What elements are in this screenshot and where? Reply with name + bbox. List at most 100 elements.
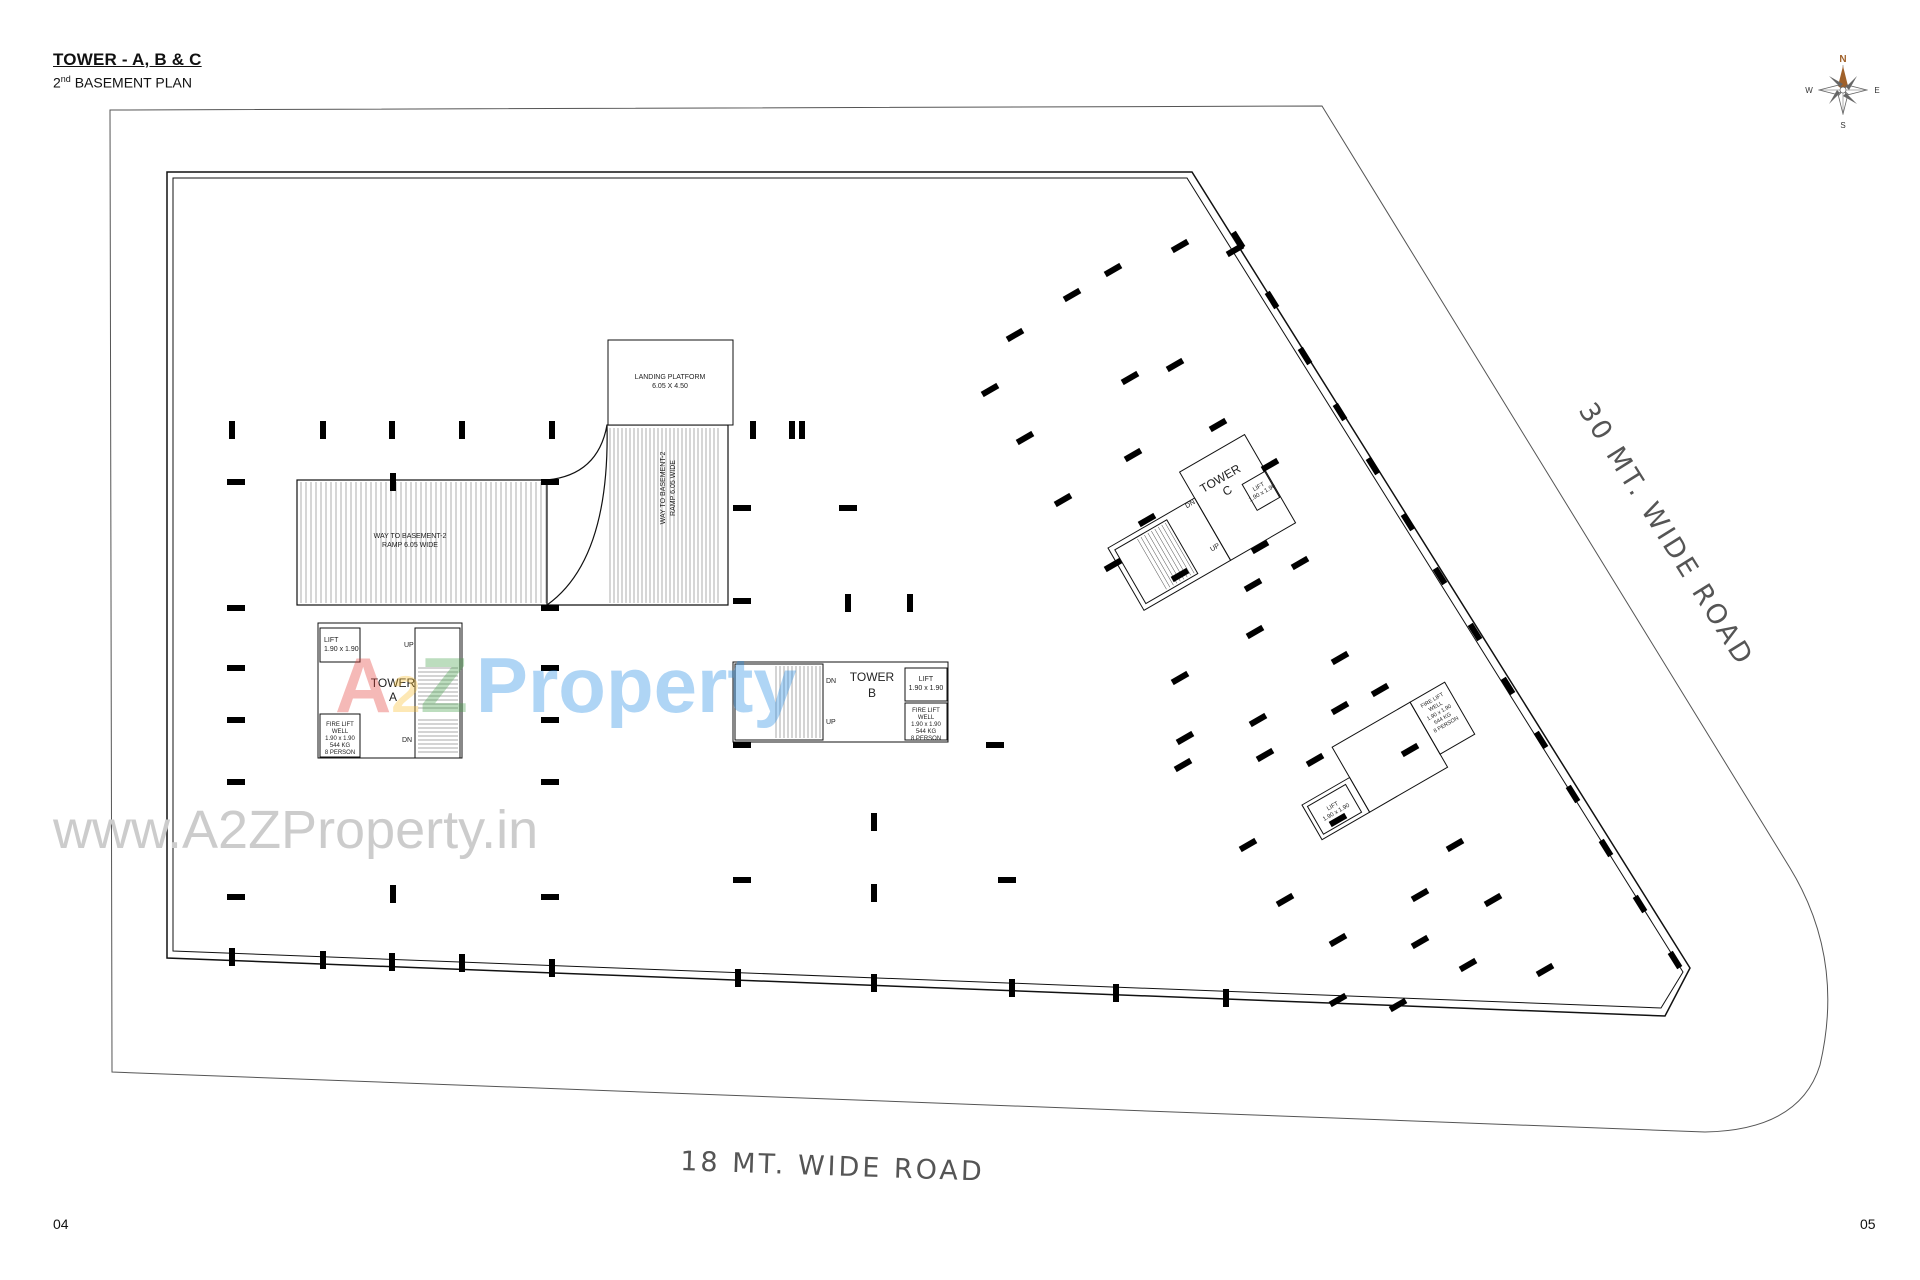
column [871, 974, 877, 992]
column [1005, 327, 1025, 343]
compass-s: S [1840, 121, 1845, 130]
column [1598, 838, 1614, 858]
column [227, 605, 245, 611]
column [733, 598, 751, 604]
column [1062, 287, 1082, 303]
watermark-url: www.A2ZProperty.in [52, 800, 538, 860]
column [1113, 984, 1119, 1002]
column [733, 877, 751, 883]
tower-a-fire2: WELL [332, 729, 349, 735]
column [389, 953, 395, 971]
column [320, 951, 326, 969]
column [1328, 812, 1348, 828]
ramp-vert-label-1: WAY TO BASEMENT-2 [660, 452, 667, 525]
column [735, 969, 741, 987]
column [1053, 492, 1073, 508]
column [1250, 539, 1270, 555]
column [1632, 894, 1648, 914]
tower-a-dn: DN [402, 737, 412, 744]
basement-boundary-inner [172, 177, 1684, 1009]
tower-c-up: UP [1209, 542, 1221, 553]
column [871, 884, 877, 902]
column [390, 885, 396, 903]
tower-a-core: LIFT 1.90 x 1.90 FIRE LIFT WELL 1.90 x 1… [317, 622, 463, 759]
compass-e: E [1874, 86, 1879, 95]
column [1410, 934, 1430, 950]
column [871, 813, 877, 831]
column [1103, 557, 1123, 573]
column [1533, 730, 1549, 750]
column [541, 894, 559, 900]
column [1565, 784, 1581, 804]
ramp-hatch [300, 428, 719, 603]
tower-b-lift-size: 1.90 x 1.90 [909, 685, 944, 692]
tower-a-label: TOWER [371, 676, 416, 690]
column [549, 959, 555, 977]
column [1123, 447, 1143, 463]
column [1230, 230, 1246, 250]
tower-a-fire5: 8 PERSON [325, 750, 355, 756]
column [733, 742, 751, 748]
column [1260, 457, 1280, 473]
column [1170, 670, 1190, 686]
column [845, 594, 851, 612]
column [1410, 887, 1430, 903]
column [799, 421, 805, 439]
compass-icon: N S E W [1805, 54, 1879, 130]
column [541, 665, 559, 671]
ramp-vert-label-2: RAMP 6.05 WIDE [670, 460, 677, 516]
column [1500, 676, 1516, 696]
ramp-label-2: RAMP 6.05 WIDE [382, 542, 438, 549]
tower-b-fire5: 8 PERSON [911, 736, 941, 742]
column [1208, 417, 1228, 433]
column [389, 421, 395, 439]
column [1248, 712, 1268, 728]
site-boundary [109, 105, 1829, 1133]
ramp: LANDING PLATFORM 6.05 X 4.50 WAY TO BASE… [296, 339, 734, 606]
column [789, 421, 795, 439]
column [541, 779, 559, 785]
column [549, 421, 555, 439]
column [1245, 624, 1265, 640]
column [459, 954, 465, 972]
column [1400, 742, 1420, 758]
column [1103, 262, 1123, 278]
column [229, 948, 235, 966]
tower-b-fire1: FIRE LIFT [912, 708, 940, 714]
column [1535, 962, 1555, 978]
column [541, 479, 559, 485]
column [733, 505, 751, 511]
tower-c-core: TOWER C LIFT 1.90 x 1.90 DN UP [1107, 433, 1297, 612]
page-number-right: 05 [1860, 1216, 1876, 1232]
column [1388, 997, 1408, 1013]
column [1243, 577, 1263, 593]
tower-a-fire4: 544 KG [330, 743, 351, 749]
column [1015, 430, 1035, 446]
tower-c-dn: DN [1184, 499, 1196, 510]
column [1137, 512, 1157, 528]
column [1297, 346, 1313, 366]
tower-b-up: UP [826, 719, 836, 726]
column [986, 742, 1004, 748]
column [227, 479, 245, 485]
column [1238, 837, 1258, 853]
tower-c-lift: LIFT [1252, 482, 1266, 494]
column [907, 594, 913, 612]
road-label-bottom: 18 MT. WIDE ROAD [680, 1146, 985, 1188]
column [998, 877, 1016, 883]
plan-subtitle: 2nd BASEMENT PLAN [53, 74, 192, 91]
column [227, 894, 245, 900]
tower-c-letter: C [1220, 482, 1235, 499]
page-number-left: 04 [53, 1216, 69, 1232]
tower-a-lift: LIFT [324, 637, 339, 644]
road-label-right: 30 MT. WIDE ROAD [1572, 397, 1760, 672]
column [750, 421, 756, 439]
column [227, 717, 245, 723]
compass-w: W [1805, 86, 1813, 95]
tower-b-dn: DN [826, 678, 836, 685]
column [1175, 730, 1195, 746]
column [1445, 837, 1465, 853]
tower-a-up: UP [404, 642, 414, 649]
